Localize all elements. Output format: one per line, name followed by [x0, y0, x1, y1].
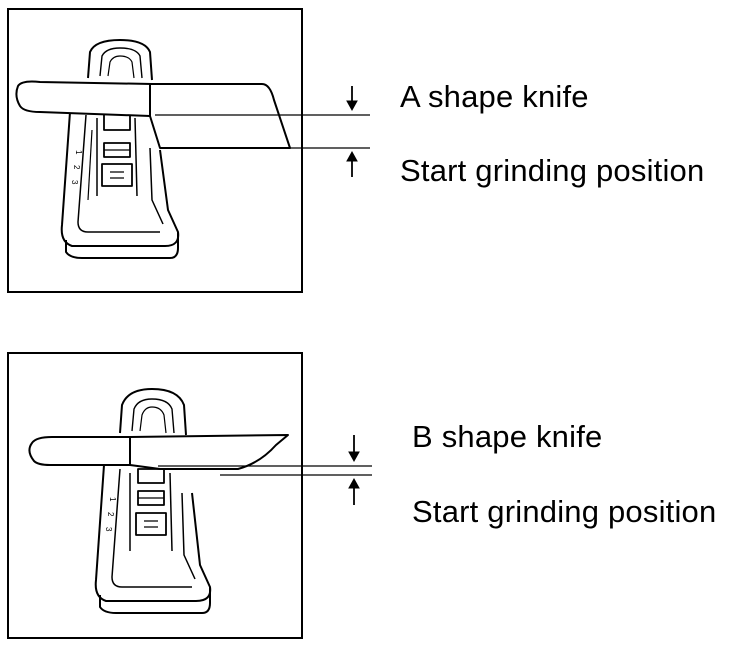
- measurement-marks-a: [155, 86, 370, 177]
- knife-a-shape: [15, 80, 291, 149]
- sharpener-illustration-b: 1 2 3: [28, 388, 372, 614]
- knife-type-label-b: B shape knife: [412, 419, 603, 454]
- slot-number-3-b: 3: [104, 527, 113, 532]
- knife-sharpener-b: [94, 388, 212, 614]
- slot-number-3-a: 3: [70, 180, 79, 185]
- knife-b-shape: [28, 434, 289, 470]
- start-grinding-position-label-a: Start grinding position: [400, 153, 705, 188]
- knife-b-handle: [28, 436, 133, 466]
- slot-number-1-b: 1: [108, 497, 117, 502]
- knife-b-blade: [129, 434, 289, 470]
- knife-a-blade: [149, 83, 291, 149]
- knife-a-handle: [15, 80, 153, 117]
- slot-number-2-b: 2: [106, 512, 115, 517]
- slot-number-1-a: 1: [74, 150, 83, 155]
- slot-numbers-a: 1 2 3: [70, 150, 83, 185]
- panel-a-shape-knife: 1 2 3 A shape knife Start grinding posit…: [0, 0, 751, 300]
- measurement-marks-b: [158, 435, 372, 505]
- start-grinding-position-label-b: Start grinding position: [412, 494, 717, 529]
- slot-numbers-b: 1 2 3: [104, 497, 117, 532]
- slot-number-2-a: 2: [72, 165, 81, 170]
- knife-sharpener-a: [60, 39, 180, 259]
- illustration-frame-b: [7, 352, 303, 639]
- panel-b-shape-knife: 1 2 3 B shape knife Start grinding posit…: [0, 345, 751, 645]
- knife-type-label-a: A shape knife: [400, 79, 589, 114]
- sharpener-illustration-a: 1 2 3: [15, 39, 370, 259]
